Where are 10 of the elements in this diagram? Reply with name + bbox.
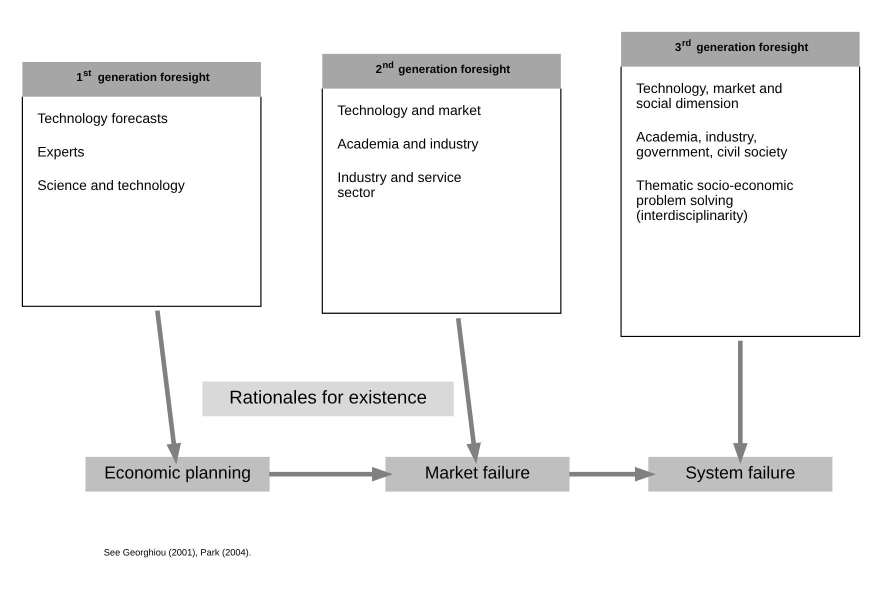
arrow [733, 340, 748, 464]
node-box: System failure [648, 456, 832, 492]
arrow [155, 310, 182, 464]
arrow [456, 318, 481, 464]
label: See Georghiou (2001), Park (2004). [104, 548, 252, 558]
node-box: Economic planning [86, 456, 270, 492]
arrow [269, 466, 393, 482]
node-box: Rationales for existence [202, 382, 454, 416]
arrow [569, 466, 656, 482]
node-box: Market failure [385, 456, 570, 492]
